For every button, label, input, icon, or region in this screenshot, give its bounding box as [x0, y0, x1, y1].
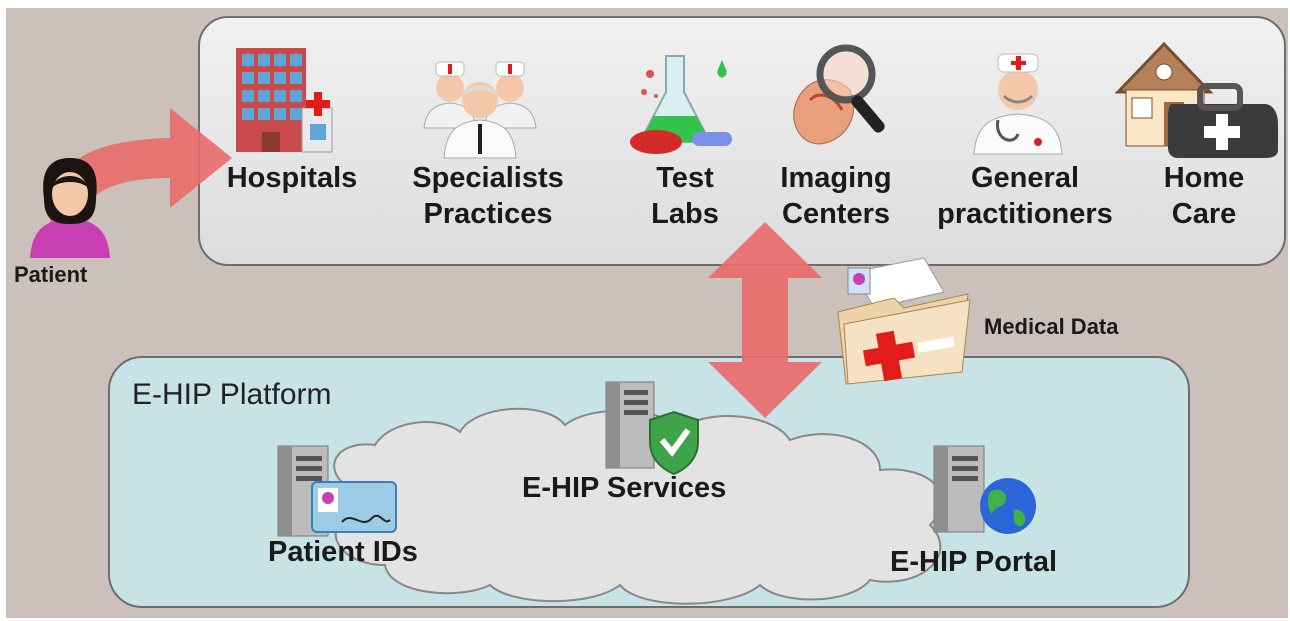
doctor-icon: [973, 53, 1063, 155]
patient-ids-label: Patient IDs: [268, 536, 418, 568]
provider-label-home-care: Home Care: [1163, 162, 1245, 230]
patient-icon: [30, 158, 110, 258]
home-care-icon: [1114, 41, 1278, 158]
platform-title: E-HIP Platform: [132, 378, 332, 411]
patient-ids-server-icon: [277, 445, 397, 537]
medical-data-label: Medical Data: [984, 314, 1119, 339]
medical-folder-icon: [837, 257, 971, 385]
specialists-icon: [423, 61, 537, 159]
provider-label-specialists: Specialists Practices: [412, 162, 564, 230]
services-label: E-HIP Services: [522, 472, 727, 504]
services-server-icon: [605, 381, 699, 476]
provider-label-test-labs: Test Labs: [651, 162, 719, 230]
test-lab-icon: [630, 55, 732, 154]
imaging-icon: [793, 44, 885, 145]
double-arrow: [708, 222, 822, 418]
patient-label: Patient: [14, 262, 88, 287]
provider-label-hospitals: Hospitals: [226, 162, 358, 194]
patient-arrow: [49, 108, 232, 235]
hospital-icon: [236, 48, 333, 153]
providers-panel: [198, 16, 1286, 266]
provider-label-imaging: Imaging Centers: [780, 162, 892, 230]
portal-server-icon: [933, 445, 1036, 534]
portal-label: E-HIP Portal: [890, 546, 1058, 578]
provider-label-general: General practitioners: [937, 162, 1113, 230]
